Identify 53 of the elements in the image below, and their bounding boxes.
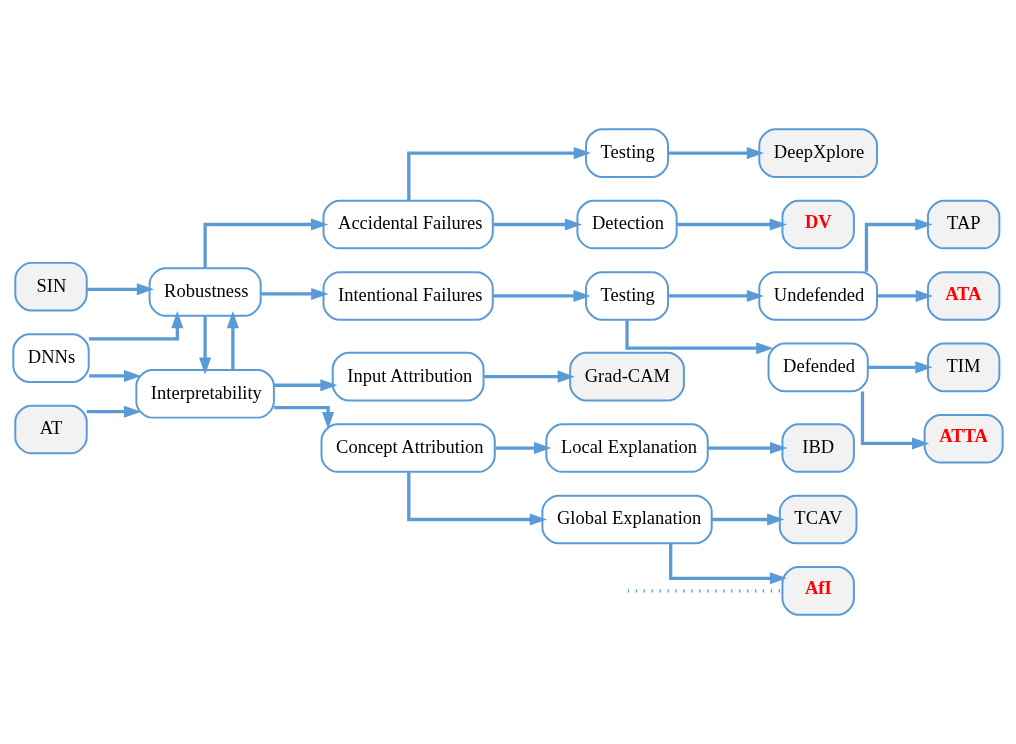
arrow <box>669 543 788 585</box>
node-box: DeepXplore <box>758 128 878 178</box>
arrow <box>203 218 329 268</box>
node-box: ATTA <box>923 414 1004 464</box>
node-box: ATA <box>926 271 1001 321</box>
arrow <box>226 310 239 370</box>
node-box: Robustness <box>148 267 262 317</box>
arrow <box>89 369 142 382</box>
node-box: DNNs <box>12 333 90 383</box>
node-box: Global Explanation <box>541 494 713 545</box>
node-box: TCAV <box>778 494 858 545</box>
arrow <box>712 513 785 526</box>
arrow <box>860 391 930 450</box>
arrow <box>625 320 774 355</box>
arrow <box>261 287 329 300</box>
node-box: Accidental Failures <box>322 199 494 250</box>
arrow <box>493 289 591 302</box>
arrow <box>86 405 142 418</box>
node-box: Intentional Failures <box>322 271 494 321</box>
node-box: Input Attribution <box>331 351 485 402</box>
node-box: Concept Attribution <box>320 423 496 473</box>
arrow <box>407 147 591 201</box>
arrow <box>88 311 184 341</box>
node-box: AT <box>14 404 88 455</box>
arrow <box>274 379 338 392</box>
node-box: AfI <box>781 566 855 616</box>
arrow <box>676 218 787 231</box>
node-box: Undefended <box>758 271 878 321</box>
arrow <box>493 218 583 231</box>
node-box: Local Explanation <box>545 423 709 473</box>
arrow <box>864 218 933 272</box>
node-box: TIM <box>926 342 1001 393</box>
arrow <box>274 406 335 430</box>
arrow <box>668 147 764 160</box>
arrow <box>877 289 933 302</box>
node-box: DV <box>781 199 855 250</box>
arrow <box>495 442 552 455</box>
node-box: Detection <box>576 199 678 250</box>
arrow <box>86 283 155 296</box>
node-box: Grad-CAM <box>569 351 685 402</box>
arrow <box>199 316 212 375</box>
node-box: Testing <box>585 271 670 321</box>
node-box: SIN <box>14 261 88 312</box>
node-box: TAP <box>926 199 1001 250</box>
node-box: Interpretability <box>135 369 275 419</box>
arrow <box>708 442 788 455</box>
node-box: Defended <box>767 342 869 393</box>
arrow <box>867 361 933 374</box>
arrow <box>668 289 764 302</box>
node-box: IBD <box>781 423 855 473</box>
arrow <box>407 472 548 526</box>
arrow <box>484 370 575 383</box>
node-box: Testing <box>585 128 670 178</box>
